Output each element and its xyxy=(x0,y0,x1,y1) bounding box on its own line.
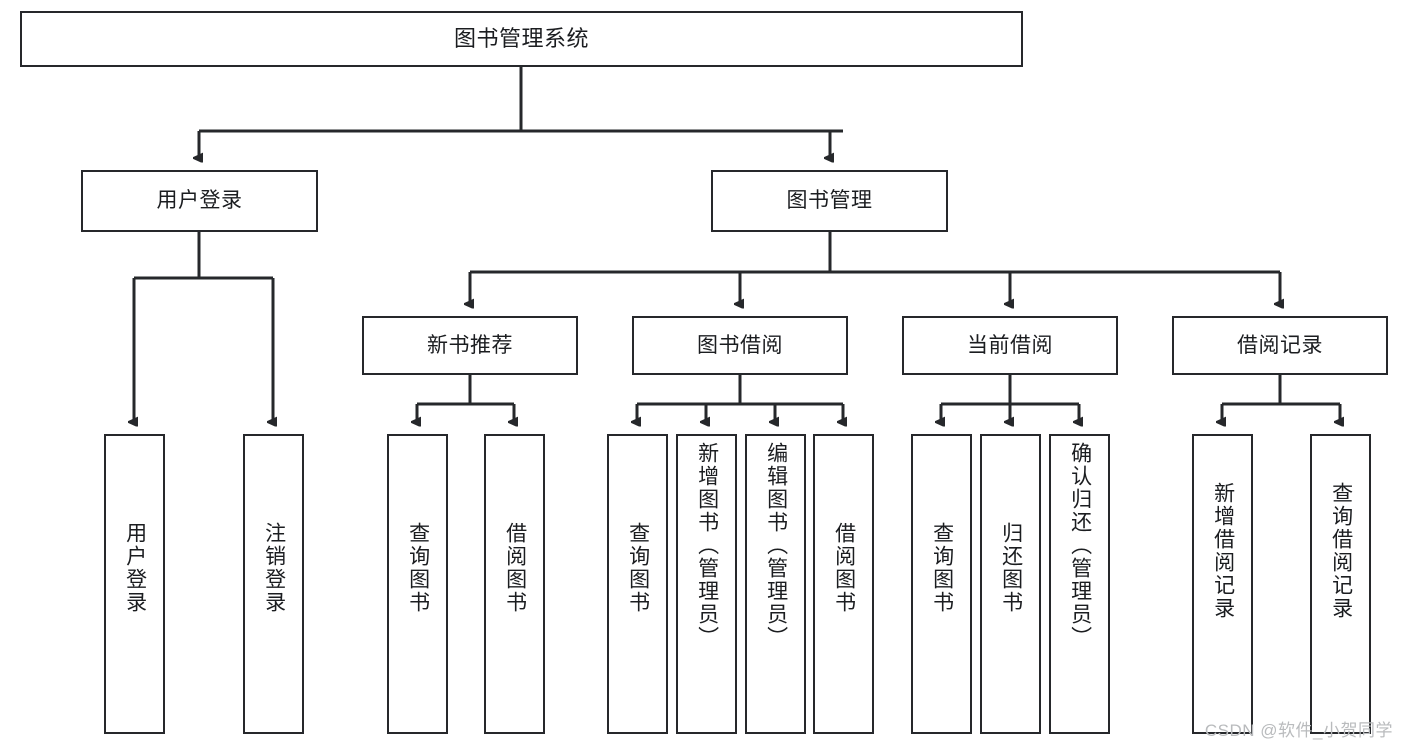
node-current-borrow[interactable]: 当前借阅 xyxy=(902,316,1118,375)
node-label: 借阅记录 xyxy=(1237,333,1323,357)
leaf-borrow-book[interactable]: 借阅图书 xyxy=(813,434,874,734)
node-label: 用户登录 xyxy=(156,189,243,213)
leaf-confirm-return-admin[interactable]: 确认归还（管理员） xyxy=(1049,434,1110,734)
node-label: 新书推荐 xyxy=(427,333,513,357)
csdn-watermark: CSDN @软件_小贺同学 xyxy=(1204,721,1393,740)
node-label: 查询借阅记录 xyxy=(1329,482,1353,620)
node-book-management[interactable]: 图书管理 xyxy=(711,170,948,232)
leaf-query-book-newbook[interactable]: 查询图书 xyxy=(387,434,448,734)
node-label: 新增借阅记录 xyxy=(1211,482,1235,620)
node-label: 新增图书（管理员） xyxy=(695,442,719,649)
node-label: 查询图书 xyxy=(930,522,954,614)
node-label: 确认归还（管理员） xyxy=(1068,442,1092,649)
leaf-user-login[interactable]: 用户登录 xyxy=(104,434,165,734)
leaf-query-book-current[interactable]: 查询图书 xyxy=(911,434,972,734)
node-label: 用户登录 xyxy=(123,522,147,614)
leaf-edit-book-admin[interactable]: 编辑图书（管理员） xyxy=(745,434,806,734)
leaf-add-book-admin[interactable]: 新增图书（管理员） xyxy=(676,434,737,734)
node-label: 图书借阅 xyxy=(697,333,783,357)
leaf-query-book-borrow[interactable]: 查询图书 xyxy=(607,434,668,734)
node-label: 归还图书 xyxy=(999,522,1023,614)
node-label: 注销登录 xyxy=(262,522,286,614)
leaf-query-borrow-record[interactable]: 查询借阅记录 xyxy=(1310,434,1371,734)
leaf-logout-login[interactable]: 注销登录 xyxy=(243,434,304,734)
node-label: 借阅图书 xyxy=(503,522,527,614)
leaf-borrow-book-newbook[interactable]: 借阅图书 xyxy=(484,434,545,734)
node-root-book-management-system[interactable]: 图书管理系统 xyxy=(20,11,1023,67)
node-user-login[interactable]: 用户登录 xyxy=(81,170,318,232)
node-borrow-records[interactable]: 借阅记录 xyxy=(1172,316,1388,375)
node-label: 借阅图书 xyxy=(832,522,856,614)
node-book-borrow[interactable]: 图书借阅 xyxy=(632,316,848,375)
node-label: 编辑图书（管理员） xyxy=(764,442,788,649)
leaf-return-book[interactable]: 归还图书 xyxy=(980,434,1041,734)
leaf-add-borrow-record[interactable]: 新增借阅记录 xyxy=(1192,434,1253,734)
node-label: 当前借阅 xyxy=(967,333,1053,357)
node-new-book-recommend[interactable]: 新书推荐 xyxy=(362,316,578,375)
node-label: 查询图书 xyxy=(406,522,430,614)
node-label: 图书管理 xyxy=(786,189,873,213)
node-label: 查询图书 xyxy=(626,522,650,614)
node-label: 图书管理系统 xyxy=(453,25,589,51)
